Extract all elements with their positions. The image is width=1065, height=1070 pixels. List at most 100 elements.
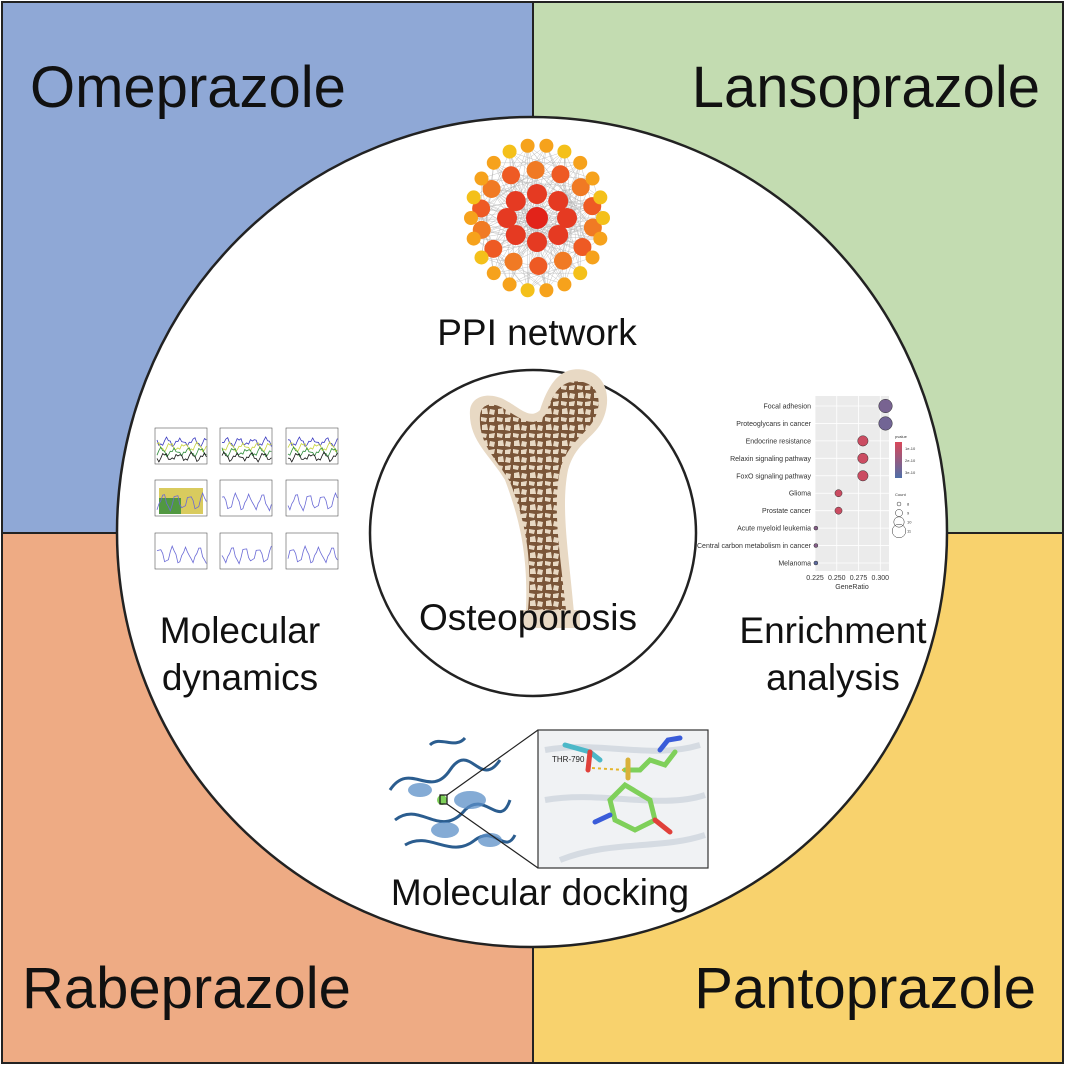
ppi-node: [474, 172, 488, 186]
md-panel: [220, 480, 272, 516]
enrichment-term-label: Prostate cancer: [762, 508, 812, 515]
enrichment-term-label: FoxO signaling pathway: [736, 473, 811, 480]
enrichment-dot: [814, 561, 818, 565]
ppi-node: [573, 266, 587, 280]
ppi-node: [573, 156, 587, 170]
md-panel: [286, 480, 338, 516]
md-panel: [286, 533, 338, 569]
enrichment-x-tick: 0.300: [872, 575, 890, 582]
omeprazole-label: Omeprazole: [30, 55, 346, 120]
ppi-node: [527, 184, 547, 204]
ppi-node: [557, 145, 571, 159]
ppi-node: [503, 145, 517, 159]
pvalue-legend-tick: 1e-10: [905, 446, 916, 451]
molecular-dynamics-label-line1: Molecular: [160, 610, 320, 651]
ppi-node: [487, 156, 501, 170]
ppi-node: [506, 225, 526, 245]
enrichment-dot: [858, 453, 868, 463]
enrichment-term-label: Relaxin signaling pathway: [730, 456, 811, 463]
ppi-node: [539, 283, 553, 297]
ppi-node: [527, 161, 545, 179]
enrichment-dot: [858, 436, 868, 446]
md-density-area-2: [159, 498, 181, 514]
helix-2: [431, 822, 459, 838]
enrichment-x-tick: 0.250: [828, 575, 846, 582]
ppi-node: [548, 191, 568, 211]
helix-1: [454, 791, 486, 809]
molecular-docking-label: Molecular docking: [391, 872, 689, 913]
count-legend-title: Count: [895, 492, 907, 497]
ppi-node: [474, 250, 488, 264]
rabeprazole-label: Rabeprazole: [22, 956, 351, 1021]
enrichment-x-axis-label: GeneRatio: [835, 584, 869, 591]
ppi-node: [557, 208, 577, 228]
enrichment-dot: [814, 526, 818, 530]
pvalue-legend-title: pvalue: [895, 434, 908, 439]
enrichment-dot: [835, 490, 842, 497]
pvalue-legend-tick: 3e-10: [905, 470, 916, 475]
ppi-node: [593, 232, 607, 246]
md-panel-frame: [286, 480, 338, 516]
md-panel: [155, 533, 207, 569]
ppi-network-label: PPI network: [437, 312, 637, 353]
residue-label: THR-790: [552, 755, 585, 764]
ppi-node: [521, 139, 535, 153]
ppi-node: [487, 266, 501, 280]
pvalue-legend-tick: 2e-10: [905, 458, 916, 463]
md-panel: [286, 428, 338, 464]
enrichment-dot: [835, 507, 842, 514]
ppi-node: [505, 253, 523, 271]
md-panel-frame: [155, 533, 207, 569]
ppi-node: [586, 250, 600, 264]
lansoprazole-label: Lansoprazole: [692, 55, 1040, 120]
ppi-node: [467, 232, 481, 246]
ppi-node: [554, 252, 572, 270]
enrichment-dot: [858, 471, 868, 481]
molecular-dynamics-plots: [155, 428, 338, 569]
enrichment-term-label: Proteoglycans in cancer: [736, 421, 811, 428]
enrichment-plot-panel: [815, 396, 889, 571]
ppi-node: [593, 190, 607, 204]
molecular-dynamics-label-line2: dynamics: [162, 657, 318, 698]
residue-oxygen: [588, 752, 590, 770]
ppi-node: [529, 257, 547, 275]
pvalue-colorbar: [895, 442, 902, 478]
enrichment-dot: [879, 417, 893, 431]
ppi-node: [503, 277, 517, 291]
ppi-node: [557, 277, 571, 291]
helix-3: [408, 783, 432, 797]
md-panel: [155, 480, 207, 516]
ppi-node: [548, 225, 568, 245]
ppi-node: [586, 172, 600, 186]
ppi-node: [506, 191, 526, 211]
ppi-node: [467, 190, 481, 204]
ppi-node: [527, 232, 547, 252]
enrichment-dot: [814, 544, 818, 548]
ppi-node: [596, 211, 610, 225]
enrichment-term-label: Melanoma: [778, 561, 811, 568]
ppi-node: [526, 207, 548, 229]
md-panel: [155, 428, 207, 464]
ppi-node: [521, 283, 535, 297]
enrichment-term-label: Central carbon metabolism in cancer: [697, 543, 812, 550]
enrichment-term-label: Acute myeloid leukemia: [737, 526, 811, 533]
md-panel: [220, 533, 272, 569]
ppi-node: [497, 208, 517, 228]
ppi-node: [464, 211, 478, 225]
enrichment-dot: [879, 399, 893, 413]
ppi-node: [551, 165, 569, 183]
ppi-node: [539, 139, 553, 153]
enrichment-x-tick: 0.225: [806, 575, 824, 582]
count-legend-value: 10: [907, 520, 912, 525]
enrichment-term-label: Endocrine resistance: [746, 438, 811, 445]
enrichment-label-line2: analysis: [766, 657, 900, 698]
ppi-node: [502, 166, 520, 184]
md-panel: [220, 428, 272, 464]
enrichment-x-tick: 0.275: [850, 575, 868, 582]
pantoprazole-label: Pantoprazole: [694, 956, 1036, 1021]
md-panel-frame: [220, 533, 272, 569]
enrichment-label-line1: Enrichment: [739, 610, 927, 651]
enrichment-term-label: Glioma: [789, 491, 811, 498]
